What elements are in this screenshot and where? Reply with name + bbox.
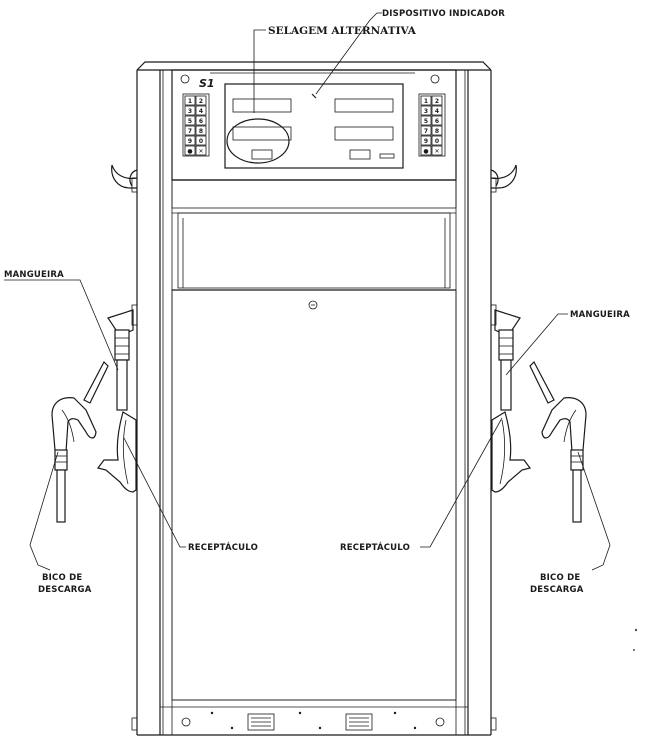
- left-hose-hook: [111, 164, 138, 193]
- keypad-key[interactable]: [431, 145, 443, 156]
- keypad-key-label: 4: [199, 108, 203, 115]
- keypad-key-label: 6: [199, 118, 203, 125]
- right-hose-hook: [490, 164, 517, 193]
- keypad-key[interactable]: [431, 105, 443, 116]
- leader-lines: [4, 12, 611, 571]
- keypad-key-label: 7: [188, 128, 192, 135]
- right-receptacle: [491, 411, 532, 493]
- keypad-key-label: 7: [424, 128, 428, 135]
- selagem-alternativa-marker: [226, 118, 290, 164]
- keypad-key[interactable]: [420, 145, 432, 156]
- label-receptaculo-left: RECEPTÁCULO: [188, 541, 258, 553]
- keypad-key[interactable]: [184, 125, 196, 136]
- keypad-key-label: 0: [199, 138, 203, 145]
- left-nozzle: [51, 360, 109, 523]
- keypad-key[interactable]: [195, 145, 207, 156]
- keypad-key[interactable]: [184, 95, 196, 106]
- keypad-key-label: 8: [199, 128, 203, 135]
- keypad-key[interactable]: [431, 95, 443, 106]
- keypad-key-label: 8: [435, 128, 439, 135]
- label-bico-right-line1: BICO DE: [540, 573, 580, 583]
- keypad-key[interactable]: [195, 105, 207, 116]
- keypad-key-label: 0: [435, 138, 439, 145]
- keypad-key[interactable]: [195, 115, 207, 126]
- keypad-key-label: 2: [199, 98, 203, 105]
- keypad-key-label: 3: [424, 108, 428, 115]
- keypad-key[interactable]: [184, 105, 196, 116]
- keypad-key-label: 6: [435, 118, 439, 125]
- right-hose: [490, 304, 521, 411]
- keypad-key[interactable]: [184, 145, 196, 156]
- keypad-key-label: 3: [188, 108, 192, 115]
- keypad-key[interactable]: [420, 95, 432, 106]
- label-dispositivo-indicador: DISPOSITIVO INDICADOR: [382, 9, 505, 19]
- keypad-key[interactable]: [431, 135, 443, 146]
- keypad-key[interactable]: [420, 135, 432, 146]
- keypad-key[interactable]: [184, 135, 196, 146]
- keypad-key[interactable]: [431, 115, 443, 126]
- label-receptaculo-right: RECEPTÁCULO: [340, 541, 410, 553]
- keypad-key[interactable]: [195, 125, 207, 136]
- keypad-key-label: 2: [435, 98, 439, 105]
- indicator-head: [171, 69, 457, 181]
- keypad-key-label: ✕: [434, 148, 439, 155]
- keypad-key-label: 1: [424, 98, 428, 105]
- label-selagem-alternativa: SELAGEM ALTERNATIVA: [268, 25, 417, 37]
- keypad-frame: [182, 93, 210, 157]
- keypad-key[interactable]: [195, 95, 207, 106]
- keypad-frame: [418, 93, 446, 157]
- keypad-key-label: ●: [187, 148, 192, 155]
- keypad-key-label: 9: [188, 138, 192, 145]
- keypad-key-label: 5: [424, 118, 428, 125]
- keypad-key-label: 9: [424, 138, 428, 145]
- keypad-key[interactable]: [420, 125, 432, 136]
- base-vents: [181, 711, 445, 731]
- keypad-key[interactable]: [184, 115, 196, 126]
- keypad-key-label: ✕: [198, 148, 203, 155]
- keypad-key-label: 5: [188, 118, 192, 125]
- left-hose: [107, 304, 138, 411]
- label-bico-left-line1: BICO DE: [42, 573, 82, 583]
- brand-mark: S1: [199, 77, 215, 90]
- keypad-key-label: 4: [435, 108, 439, 115]
- keypad-key-label: 1: [188, 98, 192, 105]
- label-mangueira-left: MANGUEIRA: [4, 270, 64, 280]
- label-bico-right-line2: DESCARGA: [530, 585, 584, 595]
- keypad-key[interactable]: [420, 105, 432, 116]
- right-nozzle: [529, 360, 587, 523]
- keypad-key-label: ●: [423, 148, 428, 155]
- keypad-key[interactable]: [195, 135, 207, 146]
- keypad-key[interactable]: [420, 115, 432, 126]
- label-bico-left-line2: DESCARGA: [38, 585, 92, 595]
- keypad-key[interactable]: [431, 125, 443, 136]
- left-receptacle: [96, 411, 137, 493]
- label-mangueira-right: MANGUEIRA: [570, 310, 630, 320]
